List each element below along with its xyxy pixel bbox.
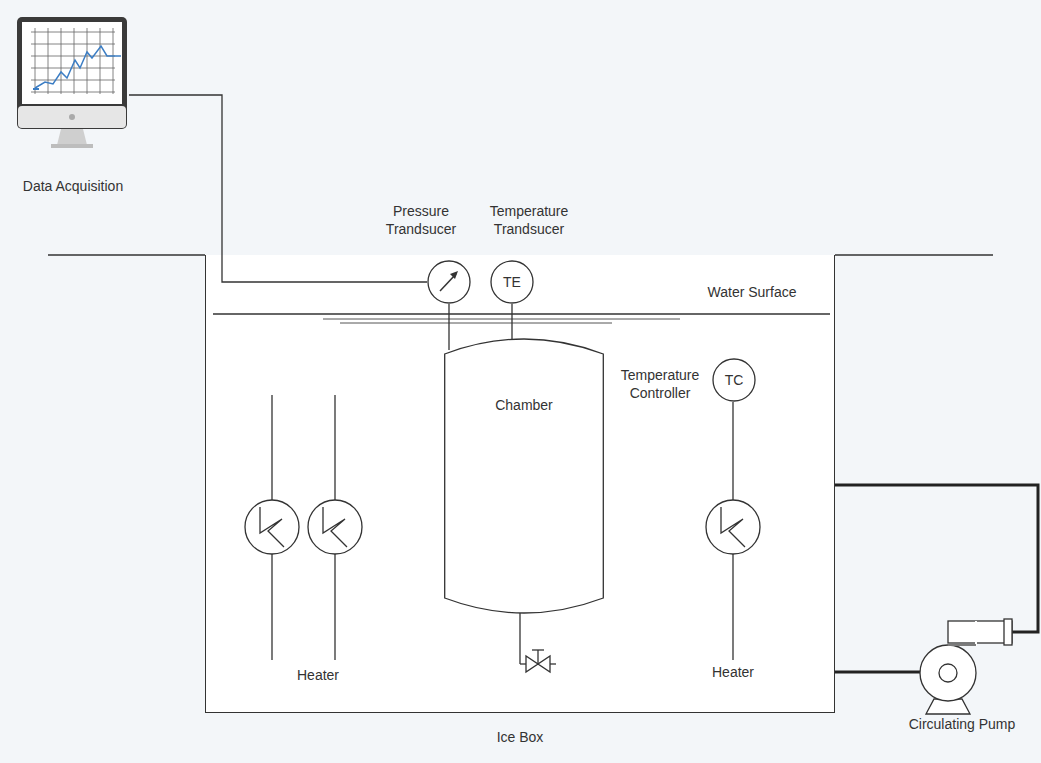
monitor-icon xyxy=(17,12,129,152)
node-text: Chamber xyxy=(448,396,600,414)
drain-valve xyxy=(520,612,556,672)
signal-wire xyxy=(129,95,427,282)
tank-node: Ice BoxPressure TrandsucerTemperature Tr… xyxy=(205,255,835,713)
node-text: Pressure Trandsucer xyxy=(361,202,481,238)
water-surface-line xyxy=(213,313,830,314)
circle-node: Temperature TrandsucerTE xyxy=(490,260,534,304)
gauge-node: Pressure Trandsucer xyxy=(427,260,471,304)
node-text: TC xyxy=(712,371,756,389)
node-text: Temperature Controller xyxy=(610,366,710,402)
pipe xyxy=(835,671,912,674)
circle-node: Temperature ControllerTC xyxy=(712,358,756,402)
heater-label: Heater xyxy=(297,666,339,684)
pump-node: Circulating Pump xyxy=(912,615,1012,755)
monitor-node: Data Acquisition xyxy=(17,12,129,220)
node-text: Temperature Trandsucer xyxy=(469,202,589,238)
water-ripple xyxy=(323,319,680,320)
signal-wire xyxy=(511,304,512,340)
chamber-vessel xyxy=(444,338,604,614)
node-text: Ice Box xyxy=(206,728,834,746)
water-surface-label: Water Surface xyxy=(708,283,797,301)
pipe xyxy=(835,485,1038,632)
heater-label: Heater xyxy=(712,663,754,681)
signal-wire xyxy=(448,304,449,350)
node-text: TE xyxy=(490,273,534,291)
node-text: Circulating Pump xyxy=(902,715,1022,733)
gauge-symbol xyxy=(427,260,471,304)
chamber-node: Chamber xyxy=(444,338,604,614)
pump-symbol xyxy=(912,615,1012,715)
tank-interior xyxy=(205,255,835,713)
ground-line xyxy=(835,254,993,255)
water-ripple xyxy=(340,323,612,324)
ground-line xyxy=(48,254,205,255)
node-text: Data Acquisition xyxy=(17,177,129,195)
